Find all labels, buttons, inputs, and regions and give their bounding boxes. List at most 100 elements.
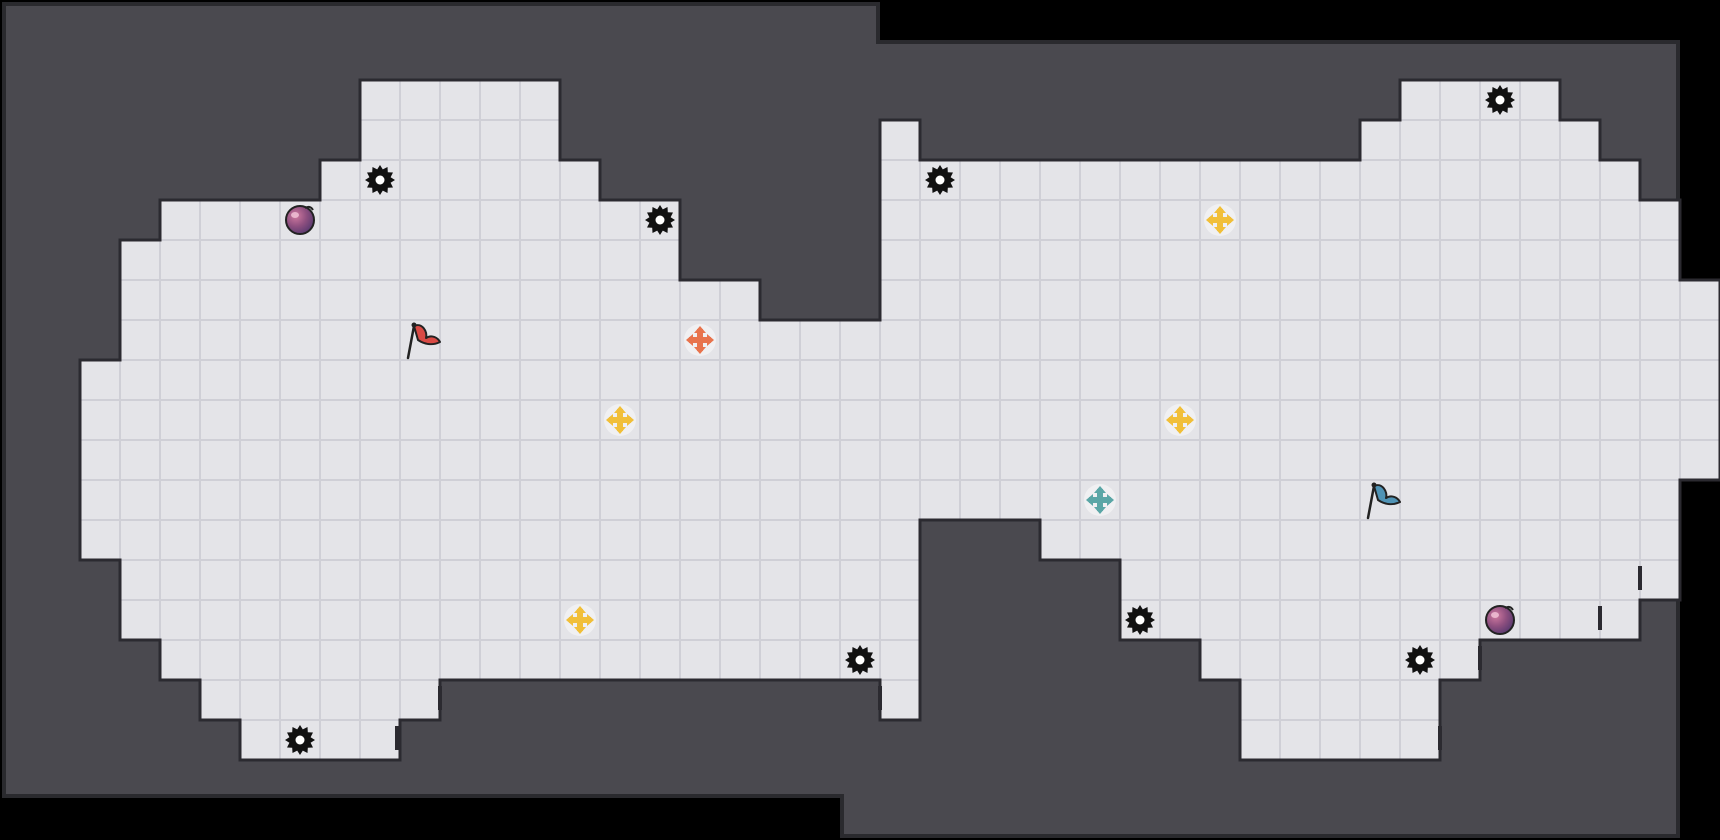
floor-tile bbox=[1080, 240, 1120, 280]
wall-crack bbox=[395, 726, 399, 750]
floor-tile bbox=[1120, 280, 1160, 320]
floor-tile bbox=[320, 400, 360, 440]
floor-tile bbox=[520, 200, 560, 240]
floor-tile bbox=[720, 320, 760, 360]
floor-tile bbox=[1360, 520, 1400, 560]
floor-tile bbox=[1480, 560, 1520, 600]
floor-tile bbox=[240, 600, 280, 640]
floor-tile bbox=[880, 400, 920, 440]
floor-tile bbox=[1320, 240, 1360, 280]
floor-tile bbox=[160, 240, 200, 280]
floor-tile bbox=[280, 440, 320, 480]
floor-tile bbox=[360, 600, 400, 640]
floor-strip bbox=[360, 80, 560, 120]
floor-tile bbox=[1240, 280, 1280, 320]
floor-tile bbox=[1360, 320, 1400, 360]
floor-tile bbox=[1560, 400, 1600, 440]
floor-tile bbox=[1480, 160, 1520, 200]
floor-tile bbox=[1040, 320, 1080, 360]
floor-tile bbox=[1520, 440, 1560, 480]
floor-tile bbox=[600, 600, 640, 640]
floor-tile bbox=[680, 480, 720, 520]
floor-tile bbox=[1600, 240, 1640, 280]
floor-tile bbox=[1400, 600, 1440, 640]
floor-tile bbox=[440, 240, 480, 280]
floor-tile bbox=[560, 400, 600, 440]
floor-tile bbox=[360, 520, 400, 560]
floor-tile bbox=[1280, 320, 1320, 360]
floor-tile bbox=[1200, 400, 1240, 440]
floor-tile bbox=[1120, 440, 1160, 480]
floor-tile bbox=[1080, 360, 1120, 400]
floor-tile bbox=[1600, 520, 1640, 560]
floor-tile bbox=[1360, 160, 1400, 200]
floor-tile bbox=[360, 480, 400, 520]
floor-tile bbox=[640, 360, 680, 400]
floor-tile bbox=[1320, 640, 1360, 680]
floor-tile bbox=[1280, 200, 1320, 240]
floor-tile bbox=[1360, 360, 1400, 400]
floor-strip bbox=[80, 400, 1720, 440]
floor-tile bbox=[840, 520, 880, 560]
floor-tile bbox=[160, 560, 200, 600]
floor-tile bbox=[920, 360, 960, 400]
floor-tile bbox=[1200, 520, 1240, 560]
floor-tile bbox=[480, 280, 520, 320]
floor-tile bbox=[1120, 240, 1160, 280]
floor-tile bbox=[960, 360, 1000, 400]
floor-tile bbox=[440, 360, 480, 400]
floor-tile bbox=[1320, 400, 1360, 440]
floor-tile bbox=[1440, 240, 1480, 280]
floor-tile bbox=[400, 120, 440, 160]
move-arrows-icon bbox=[1084, 484, 1116, 516]
floor-tile bbox=[1240, 200, 1280, 240]
floor-tile bbox=[1280, 400, 1320, 440]
floor-tile bbox=[440, 120, 480, 160]
floor-tile bbox=[640, 480, 680, 520]
floor-tile bbox=[880, 440, 920, 480]
floor-tile bbox=[520, 560, 560, 600]
floor-tile bbox=[200, 360, 240, 400]
floor-tile bbox=[720, 560, 760, 600]
floor-tile bbox=[1320, 320, 1360, 360]
floor-tile bbox=[480, 480, 520, 520]
floor-tile bbox=[800, 480, 840, 520]
floor-tile bbox=[760, 440, 800, 480]
floor-tile bbox=[1480, 120, 1520, 160]
floor-tile bbox=[240, 560, 280, 600]
floor-tile bbox=[1360, 280, 1400, 320]
floor-tile bbox=[280, 520, 320, 560]
floor-tile bbox=[160, 360, 200, 400]
floor-tile bbox=[1520, 520, 1560, 560]
floor-tile bbox=[600, 480, 640, 520]
floor-tile bbox=[800, 400, 840, 440]
floor-tile bbox=[1080, 200, 1120, 240]
floor-tile bbox=[440, 440, 480, 480]
floor-tile bbox=[1160, 560, 1200, 600]
floor-tile bbox=[1600, 200, 1640, 240]
floor-tile bbox=[1040, 480, 1080, 520]
floor-tile bbox=[760, 480, 800, 520]
floor-tile bbox=[280, 680, 320, 720]
floor-tile bbox=[280, 640, 320, 680]
floor-tile bbox=[1160, 200, 1200, 240]
floor-tile bbox=[360, 200, 400, 240]
floor-tile bbox=[480, 360, 520, 400]
floor-tile bbox=[1200, 600, 1240, 640]
floor-tile bbox=[160, 400, 200, 440]
floor-tile bbox=[800, 440, 840, 480]
floor-tile bbox=[640, 320, 680, 360]
floor-tile bbox=[1600, 400, 1640, 440]
floor-tile bbox=[400, 600, 440, 640]
blue-flag-icon bbox=[1366, 482, 1401, 520]
floor-tile bbox=[1280, 640, 1320, 680]
floor-strip bbox=[880, 120, 920, 160]
move-arrows-icon bbox=[604, 404, 636, 436]
floor-tile bbox=[480, 200, 520, 240]
floor-tile bbox=[1360, 600, 1400, 640]
floor-tile bbox=[440, 320, 480, 360]
floor-tile bbox=[440, 400, 480, 440]
floor-tile bbox=[400, 520, 440, 560]
floor-tile bbox=[1280, 560, 1320, 600]
